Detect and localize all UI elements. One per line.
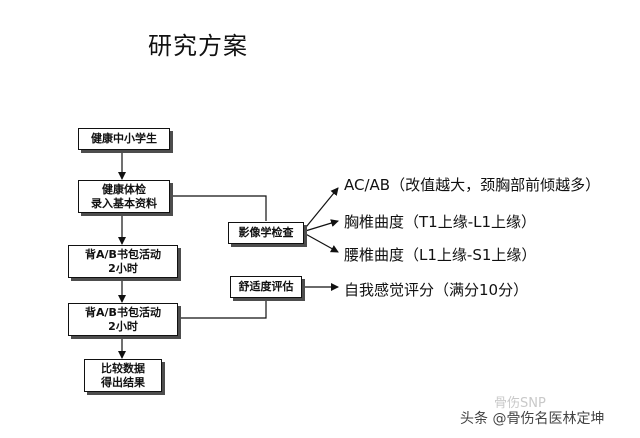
connector-step3-to-comfort (168, 296, 267, 319)
arrow-to-outcome-3 (301, 231, 339, 253)
end-box: 比较数据 得出结果 (84, 359, 162, 392)
page-title: 研究方案 (148, 32, 248, 60)
watermark-main: 头条 @骨伤名医林定坤 (460, 411, 605, 427)
watermark-faint: 骨伤SNP (494, 396, 546, 411)
step1-box: 健康体检 录入基本资料 (78, 180, 170, 213)
step1-label-line2: 录入基本资料 (91, 196, 157, 210)
step1-label-line1: 健康体检 (102, 182, 146, 196)
outcome-self-rating: 自我感觉评分（满分10分） (344, 281, 529, 299)
outcome-lumbar-curvature: 腰椎曲度（L1上缘-S1上缘） (344, 246, 537, 264)
outcome-ac-ab: AC/AB（改值越大，颈胸部前倾越多） (344, 176, 601, 194)
step3-label-line1: 背A/B书包活动 (85, 305, 161, 319)
outcome-thoracic-curvature: 胸椎曲度（T1上缘-L1上缘） (344, 213, 537, 231)
arrow-to-outcome-2 (301, 219, 339, 233)
imaging-check-label: 影像学检查 (238, 226, 294, 239)
end-label-line1: 比较数据 (101, 361, 145, 375)
start-label: 健康中小学生 (91, 132, 157, 145)
step2-label-line1: 背A/B书包活动 (85, 247, 161, 261)
end-label-line2: 得出结果 (101, 375, 145, 389)
arrow-to-outcome-1 (301, 187, 339, 233)
step3-box: 背A/B书包活动 2小时 (68, 303, 178, 336)
comfort-check-box: 舒适度评估 (230, 276, 302, 298)
step3-label-line2: 2小时 (108, 319, 138, 333)
imaging-check-box: 影像学检查 (228, 222, 304, 244)
comfort-check-label: 舒适度评估 (238, 280, 294, 293)
step2-box: 背A/B书包活动 2小时 (68, 245, 178, 278)
step2-label-line2: 2小时 (108, 261, 138, 275)
start-box: 健康中小学生 (78, 128, 170, 150)
connector-step1-to-imaging (168, 195, 267, 221)
